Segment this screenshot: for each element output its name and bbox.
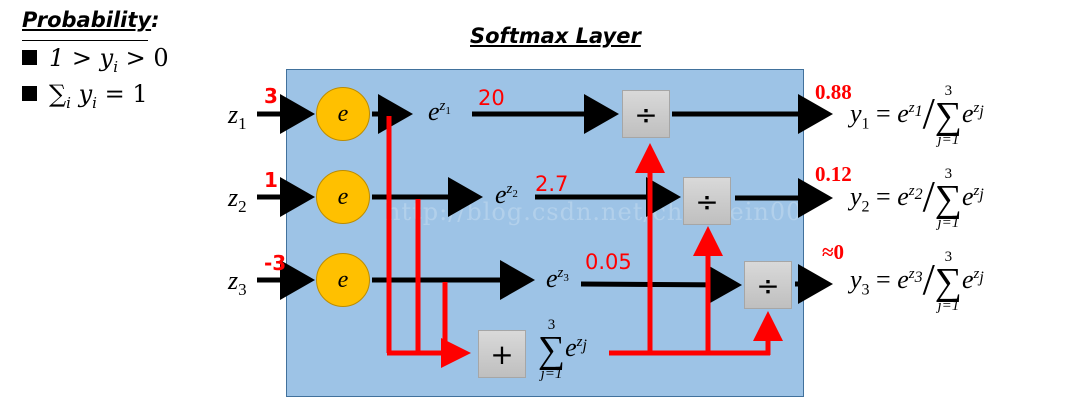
exp-node-3: e xyxy=(316,253,370,307)
exp-node-2: e xyxy=(316,170,370,224)
probability-heading: Probability: xyxy=(22,8,160,32)
sum-box: + xyxy=(478,330,526,378)
exp-node-1: e xyxy=(316,87,370,141)
exp-value-3: 0.05 xyxy=(585,250,632,274)
output-value-1: 0.88 xyxy=(815,80,852,104)
input-label-z1: z1 xyxy=(228,100,247,134)
probability-sum-condition: ∑i yi = 1 xyxy=(22,80,148,112)
layer-title: Softmax Layer xyxy=(470,24,641,48)
sum-collector-wires xyxy=(386,116,471,368)
probability-range-condition: 1 > yi > 0 xyxy=(22,44,169,76)
input-label-z3: z3 xyxy=(228,266,247,300)
exp-label-3: ez3 xyxy=(546,264,569,293)
input-value-1: 3 xyxy=(264,84,278,108)
divide-box-3: ÷ xyxy=(744,261,792,309)
exp-label-1: ez1 xyxy=(428,97,451,126)
probability-underline xyxy=(22,40,148,41)
input-label-z2: z2 xyxy=(228,183,247,217)
exp-value-2: 2.7 xyxy=(535,172,569,196)
input-value-3: -3 xyxy=(264,251,287,275)
divide-box-2: ÷ xyxy=(683,177,731,225)
exp-label-2: ez2 xyxy=(495,180,518,209)
bullet-icon xyxy=(22,86,37,101)
input-value-2: 1 xyxy=(264,168,278,192)
exp-value-1: 20 xyxy=(478,86,505,110)
numerator-arrow-3 xyxy=(580,264,742,305)
bullet-icon xyxy=(22,50,37,65)
output-value-3: ≈0 xyxy=(822,240,845,264)
output-value-2: 0.12 xyxy=(815,162,852,186)
sum-distribution-wires xyxy=(609,143,783,356)
divide-box-1: ÷ xyxy=(622,90,670,138)
